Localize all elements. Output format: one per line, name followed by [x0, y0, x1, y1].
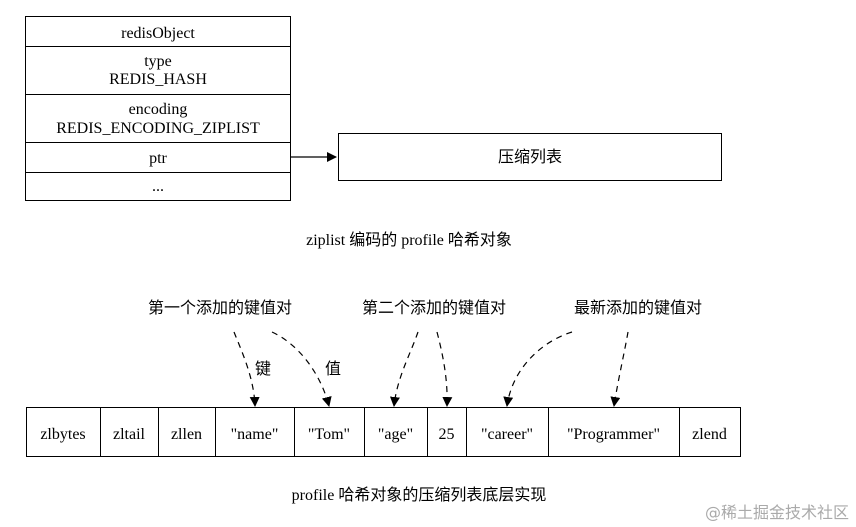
type-label: type: [144, 53, 172, 70]
watermark: @稀土掘金技术社区: [705, 503, 849, 522]
arrow-second-key: [389, 331, 419, 407]
more-fields: ...: [152, 178, 164, 195]
value-label: 值: [325, 359, 341, 378]
caption-top: ziplist 编码的 profile 哈希对象: [306, 231, 512, 249]
ziplist-box-label: 压缩列表: [498, 147, 562, 166]
arrow-first-key: [233, 331, 260, 407]
ziplist-cell-label: zllen: [171, 426, 202, 443]
arrow-newest-value: [610, 331, 629, 407]
ziplist-cell-label: zlbytes: [40, 426, 85, 443]
caption-bottom: profile 哈希对象的压缩列表底层实现: [292, 486, 547, 504]
redis-object-struct: redisObject type REDIS_HASH encoding RED…: [25, 16, 291, 201]
key-label: 键: [255, 359, 271, 378]
ziplist-cell-label: zltail: [113, 426, 146, 443]
ptr-field: ptr: [149, 150, 167, 167]
dashed-arrows: [233, 331, 629, 407]
ziplist-frame: [26, 407, 741, 457]
ziplist-cell-label: zlend: [692, 426, 727, 443]
ziplist-cell-label: "name": [231, 426, 279, 443]
second-pair-label: 第二个添加的键值对: [362, 298, 506, 317]
newest-pair-label: 最新添加的键值对: [574, 298, 702, 317]
first-pair-label: 第一个添加的键值对: [148, 298, 292, 317]
arrow-second-value: [436, 331, 453, 407]
type-value: REDIS_HASH: [109, 71, 207, 88]
ziplist-cells: zlbytes zltail zllen "name" "Tom" "age" 25 "car…: [26, 407, 741, 457]
encoding-value: REDIS_ENCODING_ZIPLIST: [56, 120, 260, 137]
ziplist-cell-label: "career": [481, 426, 533, 443]
ziplist-cell-label: "age": [378, 426, 413, 443]
ziplist-cell-label: "Tom": [308, 426, 350, 443]
ziplist-box: 压缩列表: [338, 133, 722, 181]
redis-object-header: redisObject: [121, 25, 195, 42]
encoding-label: encoding: [129, 101, 188, 118]
ziplist-cell-label: "Programmer": [567, 426, 660, 443]
ziplist-cell-label: 25: [439, 426, 455, 443]
arrow-first-value: [271, 331, 332, 407]
arrow-newest-key: [503, 331, 573, 407]
